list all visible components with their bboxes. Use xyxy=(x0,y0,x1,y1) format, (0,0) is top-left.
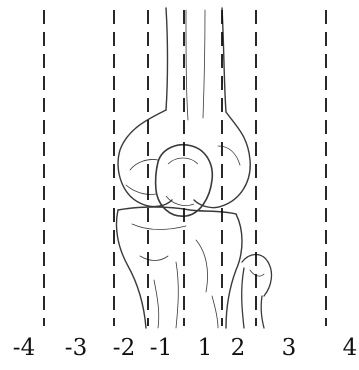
zone-label: -2 xyxy=(113,337,135,360)
zone-label: 3 xyxy=(282,337,297,360)
zone-label: -1 xyxy=(150,337,172,360)
zone-label: -4 xyxy=(13,337,35,360)
zone-label: -3 xyxy=(65,337,87,360)
zone-label: 1 xyxy=(198,337,213,360)
zone-label: 2 xyxy=(231,337,246,360)
zone-lines xyxy=(44,10,326,326)
tibia xyxy=(116,207,242,328)
zone-label: 4 xyxy=(343,337,358,360)
